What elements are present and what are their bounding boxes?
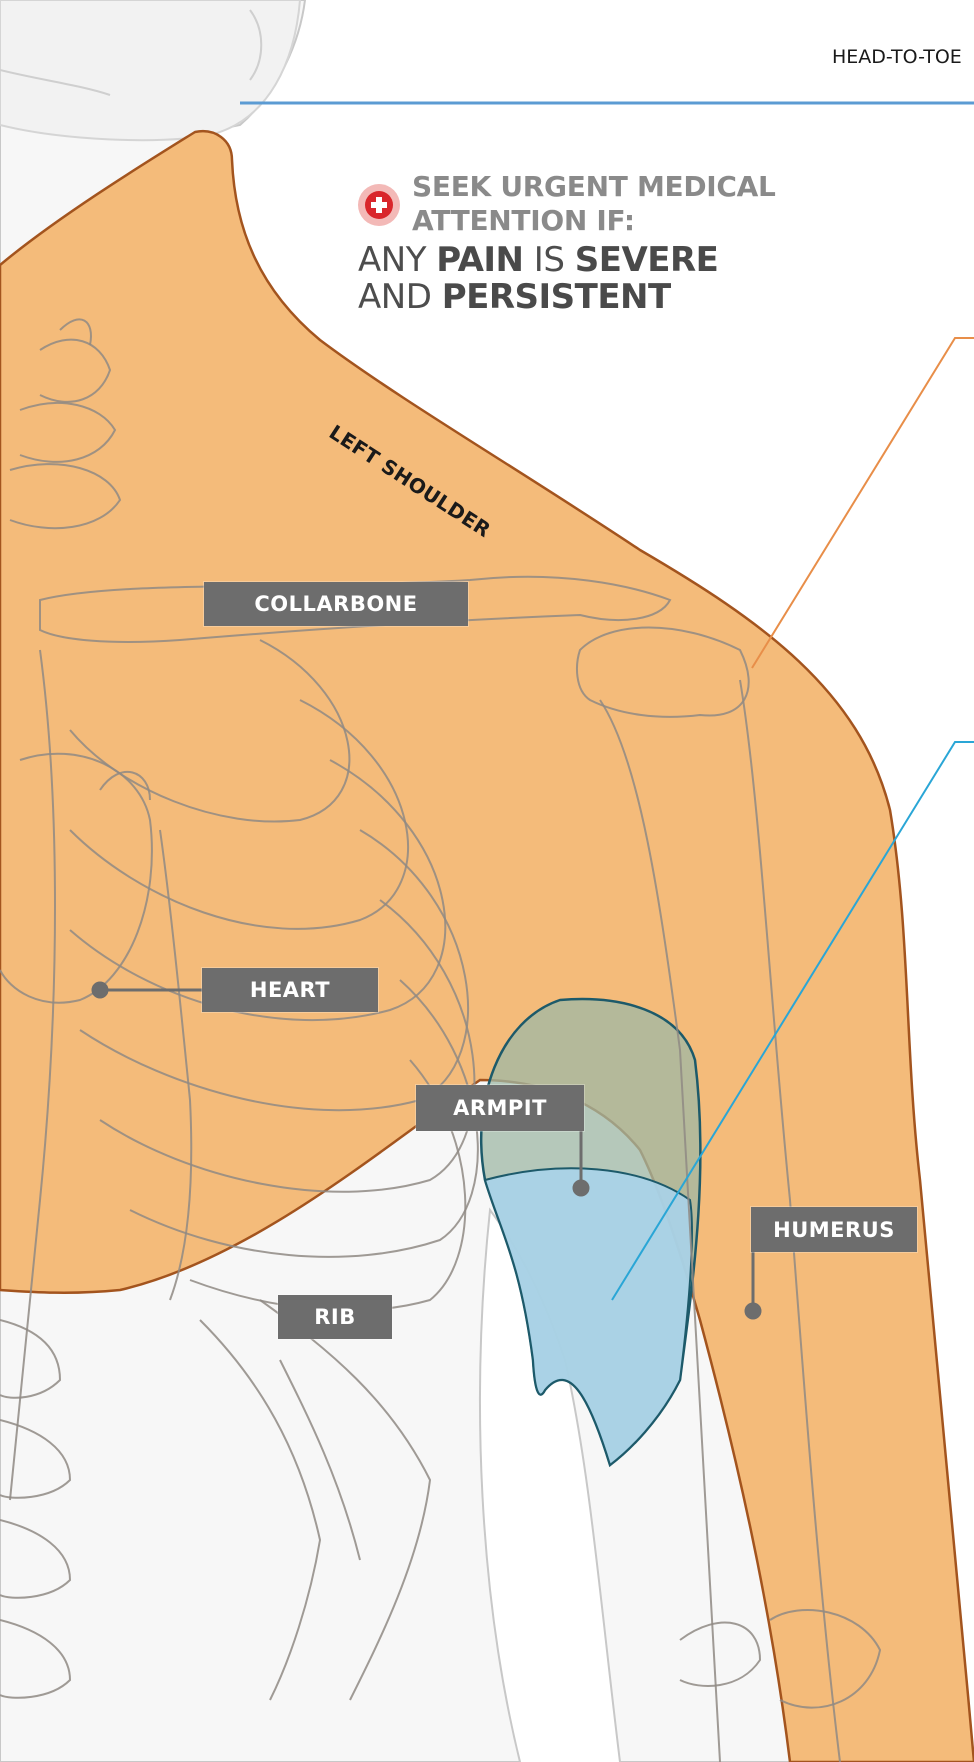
warning-emphasis: PAIN	[436, 240, 523, 280]
warning-body-line2: AND PERSISTENT	[358, 279, 718, 316]
warning-text: ANY	[358, 240, 436, 280]
label-heart: HEART	[202, 968, 378, 1012]
label-rib: RIB	[278, 1295, 392, 1339]
red-cross-icon	[358, 184, 400, 226]
armpit-region	[481, 999, 700, 1465]
label-collarbone: COLLARBONE	[204, 582, 468, 626]
warning-text: AND	[358, 277, 442, 317]
label-humerus: HUMERUS	[751, 1207, 917, 1252]
warning-body-line1: ANY PAIN IS SEVERE	[358, 242, 718, 279]
warning-heading-line2: ATTENTION IF:	[412, 204, 776, 238]
warning-heading: SEEK URGENT MEDICAL ATTENTION IF:	[412, 170, 776, 238]
warning-text: IS	[524, 240, 575, 280]
orange-leader-line	[752, 338, 974, 668]
section-header-label: HEAD-TO-TOE	[832, 46, 962, 68]
warning-body: ANY PAIN IS SEVERE AND PERSISTENT	[358, 242, 718, 316]
warning-emphasis: PERSISTENT	[442, 277, 671, 317]
label-armpit: ARMPIT	[416, 1085, 584, 1131]
warning-heading-line1: SEEK URGENT MEDICAL	[412, 170, 776, 204]
warning-emphasis: SEVERE	[575, 240, 719, 280]
